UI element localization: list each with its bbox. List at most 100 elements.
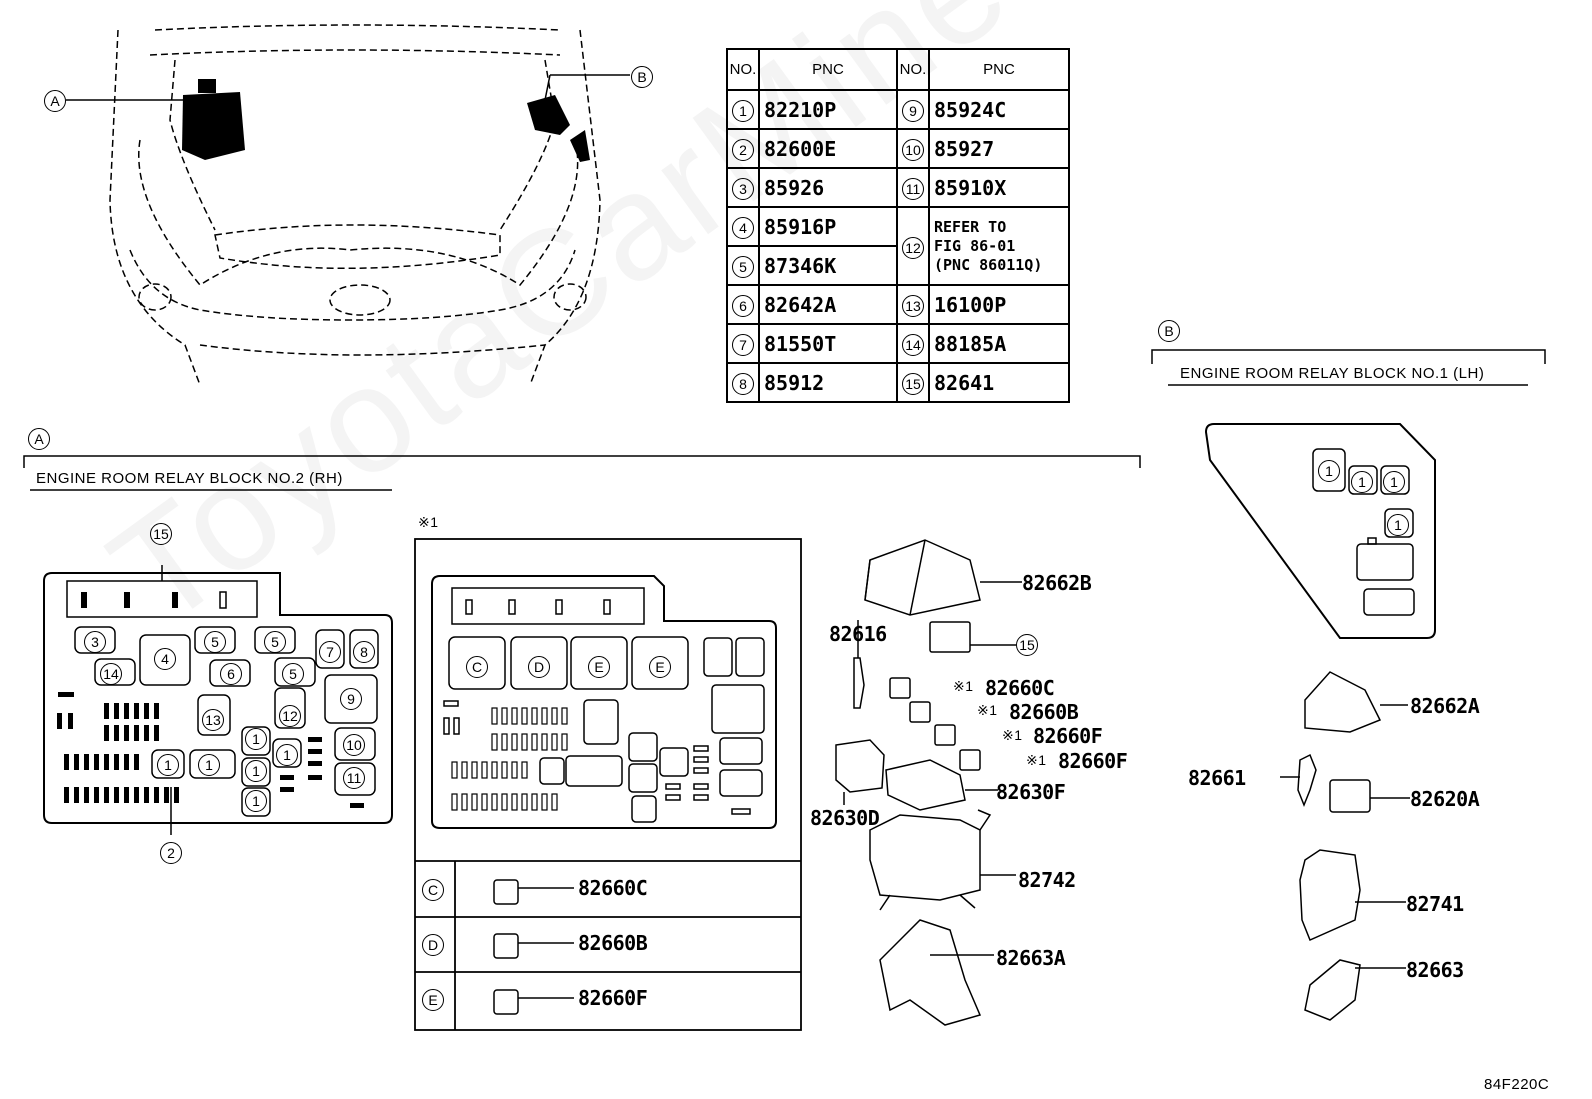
part-82662A: 82662A xyxy=(1410,694,1480,718)
part-82660B: 82660B xyxy=(1009,700,1079,724)
label-5c: 5 xyxy=(282,663,304,685)
part-82616: 82616 xyxy=(829,622,887,646)
label-5a: 5 xyxy=(204,631,226,653)
note-mark: ※1 xyxy=(1026,752,1047,768)
row-no: 8 xyxy=(732,373,754,395)
exploded-parts-b xyxy=(1280,671,1410,1021)
row-pnc: 16100P xyxy=(928,284,1070,325)
row-no: 10 xyxy=(902,139,924,161)
b-label-1c: 1 xyxy=(1383,471,1405,493)
label-1c: 1 xyxy=(245,760,267,782)
row-pnc: 81550T xyxy=(758,323,898,364)
relay-label-d: D xyxy=(528,656,550,678)
label-11: 11 xyxy=(343,767,365,789)
label-7: 7 xyxy=(319,641,341,663)
section-b-marker: B xyxy=(1158,320,1180,342)
section-a-bracket xyxy=(23,455,1141,491)
b-label-1d: 1 xyxy=(1387,514,1409,536)
row-no: 14 xyxy=(902,334,924,356)
header-no-2: NO. xyxy=(896,48,930,91)
row-pnc: 85924C xyxy=(928,89,1070,130)
row-no: 4 xyxy=(732,217,754,239)
legend-key-e: E xyxy=(422,989,444,1011)
section-b-title: ENGINE ROOM RELAY BLOCK NO.1 (LH) xyxy=(1180,365,1485,382)
part-82741: 82741 xyxy=(1406,892,1464,916)
section-a-marker: A xyxy=(28,428,50,450)
vehicle-front-outline xyxy=(66,24,630,386)
part-82630D: 82630D xyxy=(810,806,880,830)
row-pnc: 82641 xyxy=(928,362,1070,403)
part-82662B: 82662B xyxy=(1022,571,1092,595)
row-pnc: 85926 xyxy=(758,167,898,208)
row-pnc: 88185A xyxy=(928,323,1070,364)
note-mark-variant: ※1 xyxy=(418,514,439,530)
row-no: 3 xyxy=(732,178,754,200)
label-1e: 1 xyxy=(157,754,179,776)
refer-line: REFER TO xyxy=(934,217,1007,236)
part-82620A: 82620A xyxy=(1410,787,1480,811)
label-6: 6 xyxy=(220,663,242,685)
b-label-1b: 1 xyxy=(1351,471,1373,493)
label-2: 2 xyxy=(160,842,182,864)
legend-part-d: 82660B xyxy=(578,931,648,955)
label-5b: 5 xyxy=(264,631,286,653)
relay-block-no2-layout xyxy=(43,565,393,835)
row-pnc: 85910X xyxy=(928,167,1070,208)
relay-label-e2: E xyxy=(649,656,671,678)
refer-line: (PNC 86011Q) xyxy=(934,255,1043,274)
label-9: 9 xyxy=(340,688,362,710)
label-8: 8 xyxy=(353,641,375,663)
refer-note: REFER TO FIG 86-01 (PNC 86011Q) xyxy=(928,206,1070,286)
header-no: NO. xyxy=(726,48,760,91)
part-82663A: 82663A xyxy=(996,946,1066,970)
row-no: 9 xyxy=(902,100,924,122)
label-10: 10 xyxy=(343,734,365,756)
header-pnc-2: PNC xyxy=(928,48,1070,91)
relay-label-e1: E xyxy=(588,656,610,678)
part-82661: 82661 xyxy=(1188,766,1246,790)
legend-key-c: C xyxy=(422,879,444,901)
part-82660F-2: 82660F xyxy=(1058,749,1128,773)
label-12: 12 xyxy=(279,705,301,727)
callout-b-vehicle: B xyxy=(631,66,653,88)
note-mark: ※1 xyxy=(1002,727,1023,743)
variant-block-layout xyxy=(414,538,802,1031)
row-no: 6 xyxy=(732,295,754,317)
row-pnc: 82600E xyxy=(758,128,898,169)
row-no: 13 xyxy=(902,295,924,317)
row-pnc: 85916P xyxy=(758,206,898,247)
row-pnc: 82210P xyxy=(758,89,898,130)
relay-block-no1-layout xyxy=(1204,423,1436,639)
label-4: 4 xyxy=(154,648,176,670)
label-1d: 1 xyxy=(245,790,267,812)
relay-label-c: C xyxy=(466,656,488,678)
section-b-bracket xyxy=(1151,349,1546,386)
row-pnc: 85927 xyxy=(928,128,1070,169)
label-15: 15 xyxy=(150,523,172,545)
row-no: 12 xyxy=(902,236,924,259)
exploded-parts-a xyxy=(835,539,1022,1026)
row-no: 5 xyxy=(732,256,754,278)
row-no: 11 xyxy=(902,178,924,200)
row-no: 2 xyxy=(732,139,754,161)
note-mark: ※1 xyxy=(977,702,998,718)
part-82663: 82663 xyxy=(1406,958,1464,982)
row-pnc: 87346K xyxy=(758,245,898,286)
callout-a-vehicle: A xyxy=(44,90,66,112)
figure-code: 84F220C xyxy=(1484,1076,1550,1093)
label-3: 3 xyxy=(84,631,106,653)
legend-part-e: 82660F xyxy=(578,986,648,1010)
part-82742: 82742 xyxy=(1018,868,1076,892)
section-a-title: ENGINE ROOM RELAY BLOCK NO.2 (RH) xyxy=(36,470,343,487)
row-no: 15 xyxy=(902,373,924,395)
row-no: 1 xyxy=(732,100,754,122)
label-1b: 1 xyxy=(276,744,298,766)
header-pnc: PNC xyxy=(758,48,898,91)
label-1a: 1 xyxy=(245,728,267,750)
row-pnc: 82642A xyxy=(758,284,898,325)
row-pnc: 85912 xyxy=(758,362,898,403)
legend-part-c: 82660C xyxy=(578,876,648,900)
pnc-table: NO. PNC NO. PNC 1 82210P 9 85924C 2 8260… xyxy=(726,48,1070,403)
part-82630F: 82630F xyxy=(996,780,1066,804)
legend-key-d: D xyxy=(422,934,444,956)
